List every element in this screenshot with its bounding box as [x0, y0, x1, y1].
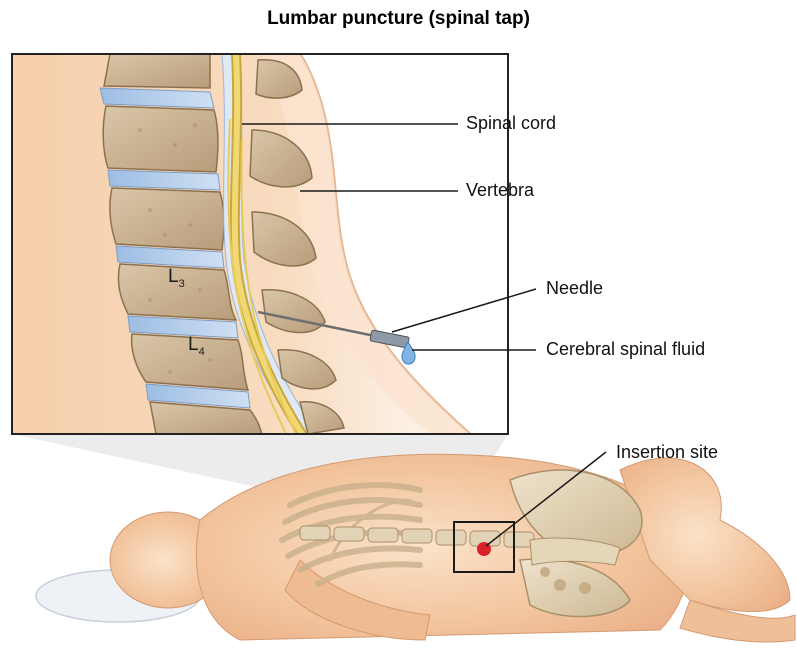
label-l4: L4 — [188, 334, 205, 358]
patient-body — [36, 454, 795, 642]
label-cerebral-spinal-fluid: Cerebral spinal fluid — [546, 339, 705, 360]
label-needle: Needle — [546, 278, 603, 299]
label-insertion-site: Insertion site — [616, 442, 718, 463]
pelvis — [510, 470, 642, 616]
label-l3: L3 — [168, 266, 185, 290]
spine-cross-section — [100, 54, 508, 434]
label-vertebra: Vertebra — [466, 180, 534, 201]
label-spinal-cord: Spinal cord — [466, 113, 556, 134]
